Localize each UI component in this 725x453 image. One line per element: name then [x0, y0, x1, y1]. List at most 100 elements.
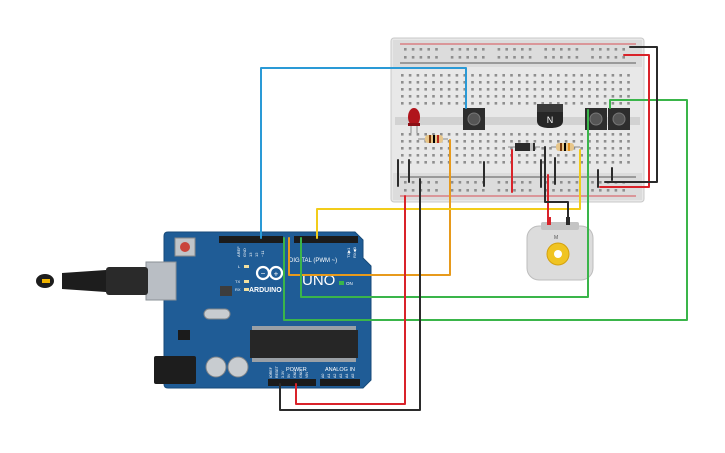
breadboard-hole[interactable]	[404, 56, 407, 59]
breadboard-hole[interactable]	[416, 140, 420, 143]
breadboard-hole[interactable]	[505, 48, 508, 51]
breadboard-hole[interactable]	[455, 102, 459, 105]
breadboard-hole[interactable]	[518, 133, 521, 136]
breadboard-hole[interactable]	[552, 181, 555, 184]
breadboard-hole[interactable]	[580, 102, 583, 105]
breadboard-hole[interactable]	[440, 133, 443, 136]
breadboard-hole[interactable]	[564, 88, 568, 91]
breadboard-hole[interactable]	[455, 140, 459, 143]
breadboard-hole[interactable]	[567, 189, 571, 192]
breadboard-hole[interactable]	[401, 88, 404, 91]
breadboard-hole[interactable]	[619, 147, 622, 150]
breadboard-hole[interactable]	[560, 189, 563, 192]
breadboard-hole[interactable]	[479, 161, 482, 164]
breadboard-hole[interactable]	[432, 147, 435, 150]
breadboard-hole[interactable]	[518, 140, 521, 143]
breadboard-hole[interactable]	[518, 88, 521, 91]
breadboard-hole[interactable]	[474, 181, 477, 184]
breadboard-hole[interactable]	[611, 88, 615, 91]
breadboard-hole[interactable]	[447, 133, 451, 136]
breadboard-hole[interactable]	[408, 102, 412, 105]
breadboard-hole[interactable]	[525, 74, 529, 77]
breadboard-hole[interactable]	[513, 189, 516, 192]
breadboard-hole[interactable]	[596, 95, 599, 98]
wire-black-rail[interactable]	[604, 46, 658, 183]
breadboard-hole[interactable]	[466, 189, 469, 192]
breadboard-hole[interactable]	[486, 74, 490, 77]
resistor-1[interactable]	[418, 135, 448, 143]
breadboard-hole[interactable]	[549, 88, 552, 91]
breadboard-hole[interactable]	[575, 48, 579, 51]
breadboard-hole[interactable]	[455, 74, 459, 77]
breadboard-hole[interactable]	[435, 48, 438, 51]
breadboard-hole[interactable]	[482, 189, 485, 192]
breadboard-hole[interactable]	[502, 147, 505, 150]
breadboard-hole[interactable]	[591, 56, 594, 59]
breadboard-hole[interactable]	[474, 189, 477, 192]
breadboard-hole[interactable]	[494, 140, 498, 143]
breadboard-hole[interactable]	[479, 74, 482, 77]
breadboard-hole[interactable]	[596, 140, 599, 143]
breadboard-hole[interactable]	[505, 189, 508, 192]
breadboard-hole[interactable]	[471, 133, 474, 136]
breadboard-hole[interactable]	[486, 95, 490, 98]
breadboard-hole[interactable]	[401, 74, 404, 77]
breadboard-hole[interactable]	[627, 102, 630, 105]
breadboard-hole[interactable]	[611, 154, 615, 157]
breadboard-hole[interactable]	[603, 161, 607, 164]
breadboard-hole[interactable]	[611, 147, 615, 150]
breadboard-hole[interactable]	[401, 140, 404, 143]
breadboard-hole[interactable]	[404, 181, 407, 184]
breadboard-hole[interactable]	[408, 140, 412, 143]
breadboard-hole[interactable]	[557, 88, 560, 91]
breadboard-hole[interactable]	[494, 147, 498, 150]
breadboard-hole[interactable]	[401, 102, 404, 105]
breadboard-hole[interactable]	[440, 102, 443, 105]
breadboard-hole[interactable]	[494, 133, 498, 136]
breadboard-hole[interactable]	[486, 81, 490, 84]
breadboard-hole[interactable]	[494, 161, 498, 164]
breadboard-hole[interactable]	[411, 189, 415, 192]
breadboard-hole[interactable]	[572, 154, 576, 157]
breadboard-hole[interactable]	[479, 140, 482, 143]
breadboard-hole[interactable]	[567, 56, 571, 59]
breadboard-hole[interactable]	[596, 133, 599, 136]
breadboard-hole[interactable]	[502, 140, 505, 143]
diode[interactable]	[508, 143, 540, 151]
breadboard-hole[interactable]	[435, 56, 438, 59]
breadboard-hole[interactable]	[494, 74, 498, 77]
breadboard-hole[interactable]	[401, 81, 404, 84]
breadboard-hole[interactable]	[580, 81, 583, 84]
breadboard-hole[interactable]	[525, 161, 529, 164]
breadboard-hole[interactable]	[505, 56, 508, 59]
breadboard-hole[interactable]	[424, 88, 427, 91]
breadboard-hole[interactable]	[533, 161, 537, 164]
breadboard-hole[interactable]	[474, 56, 477, 59]
breadboard-hole[interactable]	[599, 48, 602, 51]
breadboard-hole[interactable]	[572, 140, 576, 143]
breadboard-hole[interactable]	[603, 95, 607, 98]
breadboard-hole[interactable]	[447, 74, 451, 77]
breadboard-hole[interactable]	[541, 161, 544, 164]
wire-blue[interactable]	[260, 67, 467, 239]
breadboard-hole[interactable]	[564, 81, 568, 84]
wire-green-1[interactable]	[300, 109, 589, 298]
breadboard-hole[interactable]	[502, 88, 505, 91]
breadboard-hole[interactable]	[463, 95, 466, 98]
breadboard-hole[interactable]	[416, 154, 420, 157]
breadboard-hole[interactable]	[619, 140, 622, 143]
breadboard-hole[interactable]	[424, 74, 427, 77]
breadboard-hole[interactable]	[596, 88, 599, 91]
breadboard-hole[interactable]	[525, 133, 529, 136]
breadboard-hole[interactable]	[471, 74, 474, 77]
breadboard-hole[interactable]	[627, 133, 630, 136]
breadboard-hole[interactable]	[502, 154, 505, 157]
breadboard-hole[interactable]	[486, 147, 490, 150]
breadboard-hole[interactable]	[572, 74, 576, 77]
breadboard-hole[interactable]	[479, 95, 482, 98]
breadboard-hole[interactable]	[599, 181, 602, 184]
npn-transistor[interactable]: N	[537, 104, 563, 128]
breadboard-hole[interactable]	[497, 48, 501, 51]
breadboard-hole[interactable]	[596, 147, 599, 150]
breadboard-hole[interactable]	[622, 56, 625, 59]
